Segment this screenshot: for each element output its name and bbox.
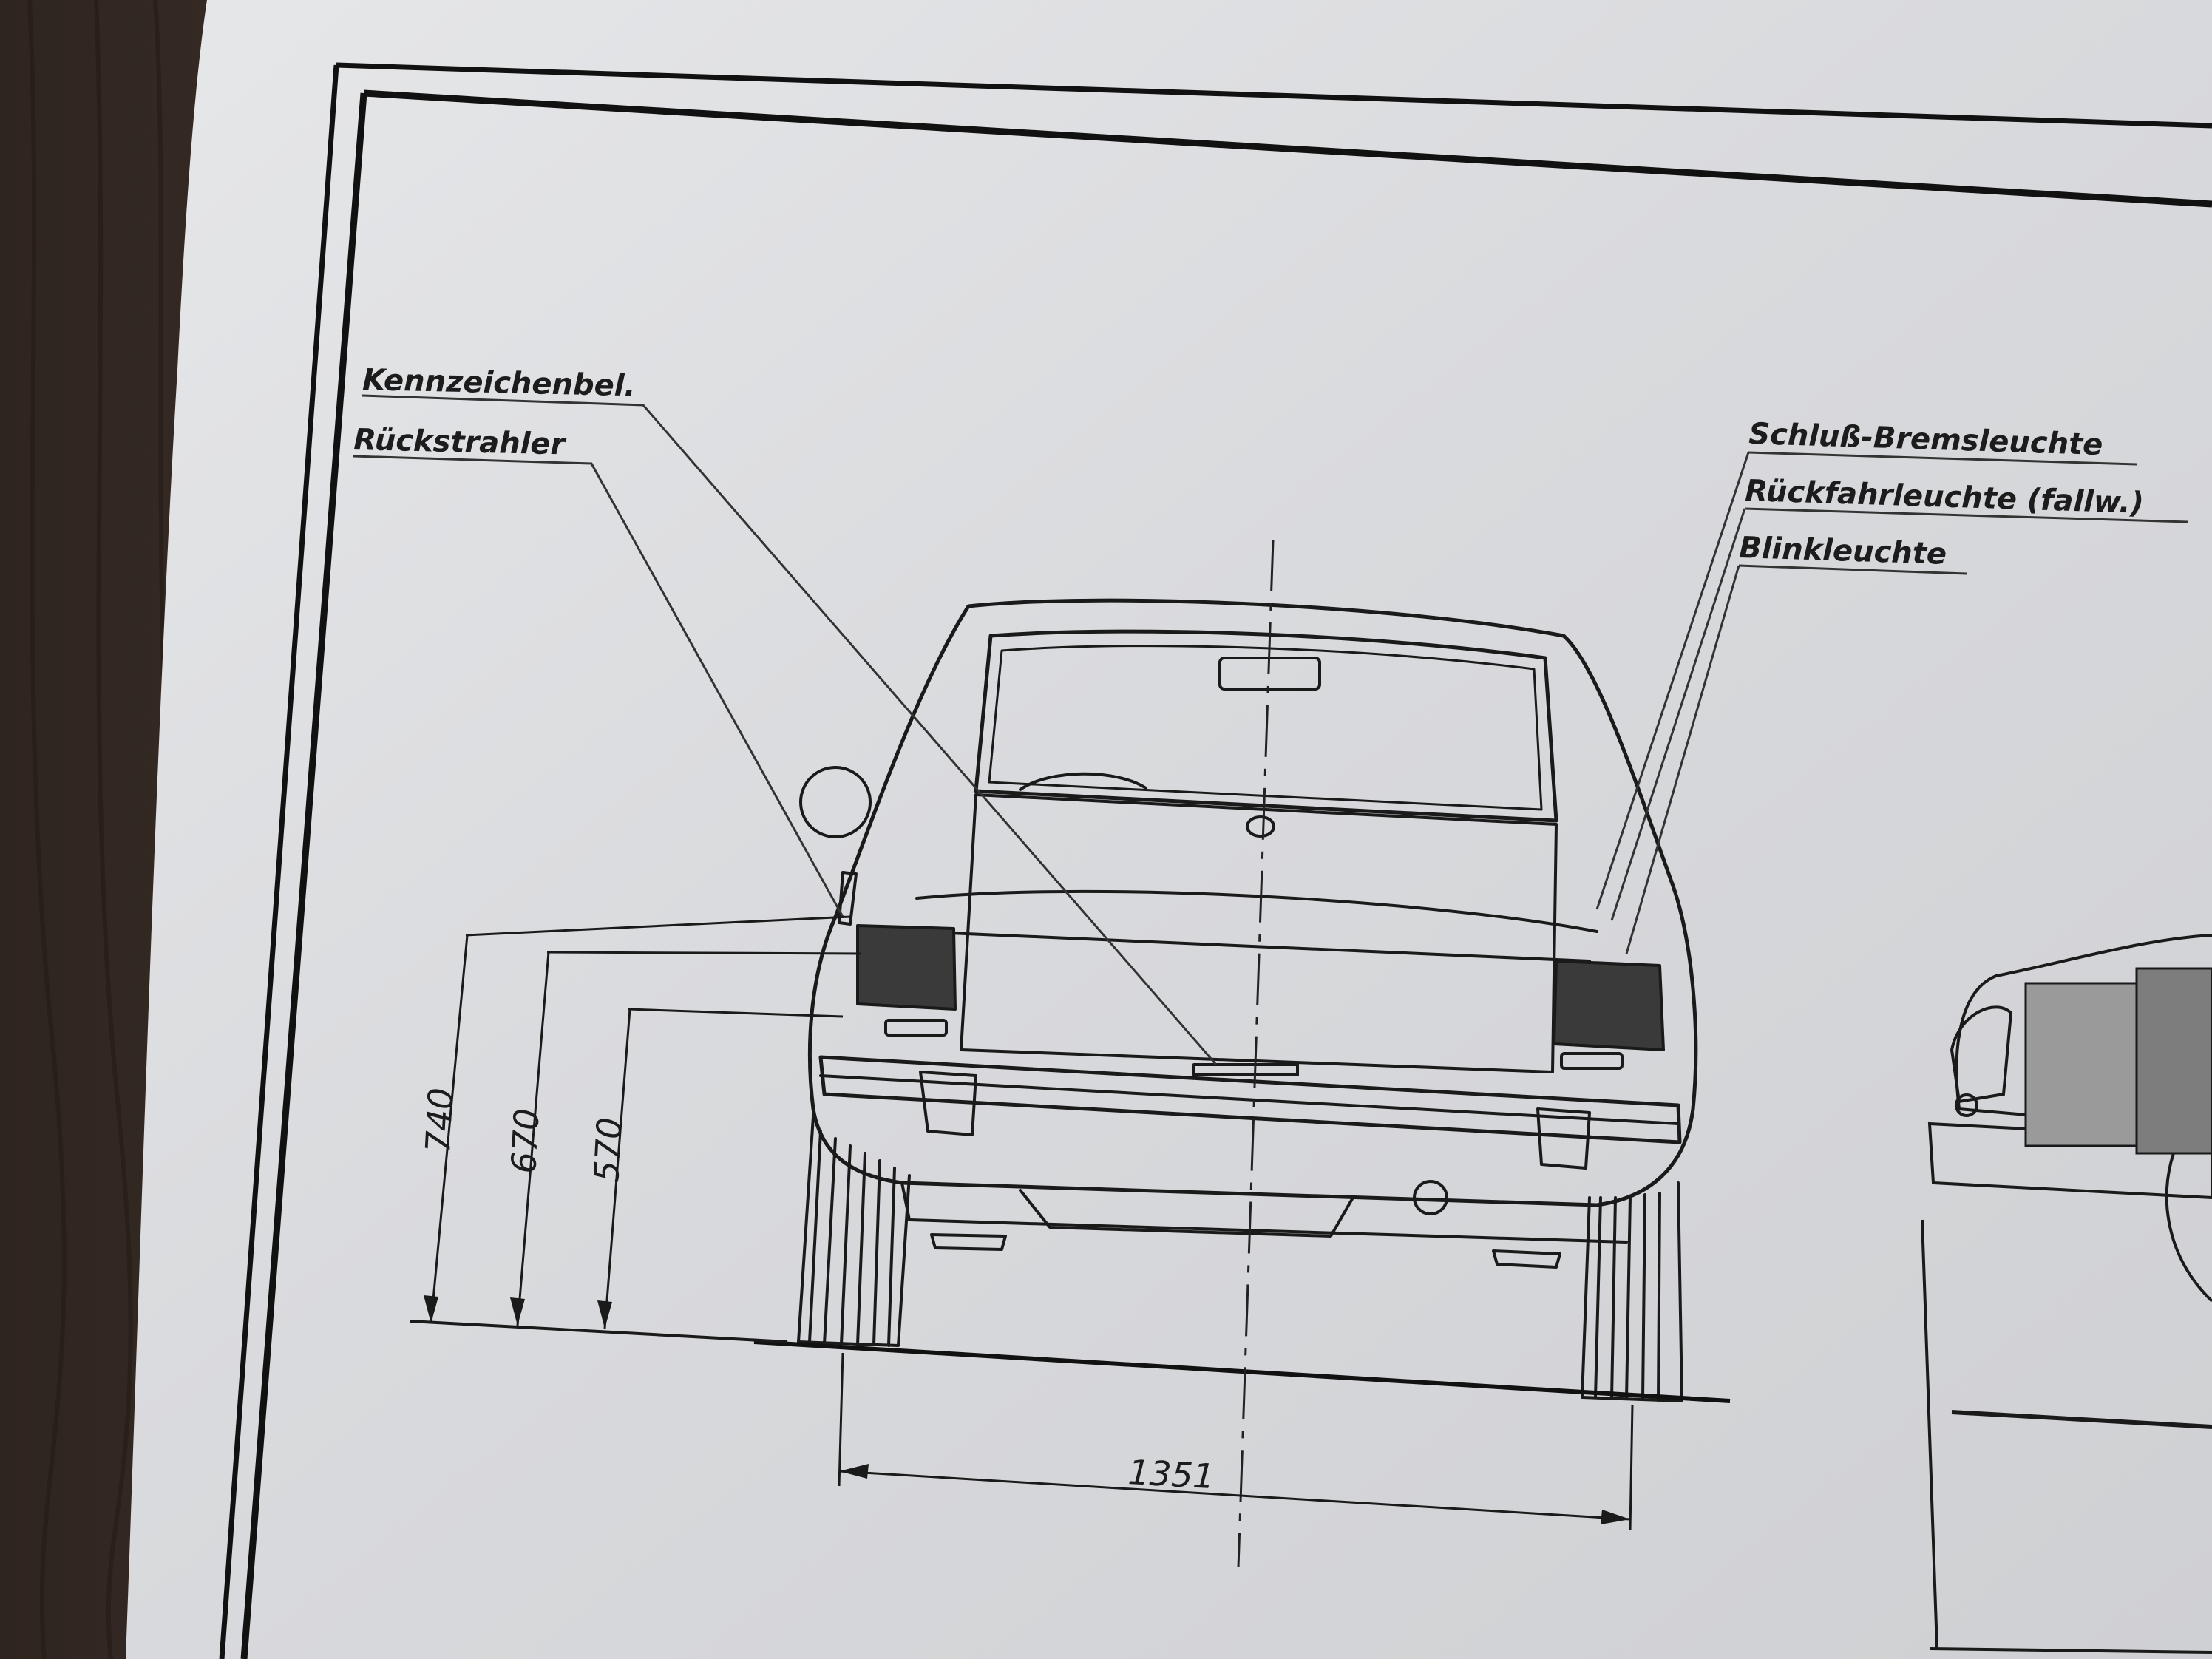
drawing-frame	[219, 62, 2212, 1659]
fuel-cap	[799, 766, 872, 838]
callout-leaders	[353, 394, 2189, 1065]
label-license-plate-light: Kennzeichenbel.	[362, 363, 636, 403]
dim-1351: 1351	[1127, 1452, 1215, 1496]
left-tail-light	[856, 924, 957, 1011]
dim-740: 740	[418, 1087, 461, 1154]
dim-570: 570	[586, 1116, 630, 1184]
dimension-values: 740 670 570 1351	[418, 1087, 1215, 1496]
center-line	[1237, 539, 1275, 1568]
right-tail-light	[1553, 960, 1665, 1051]
right-wheel	[1581, 1181, 1683, 1402]
partial-second-car	[1921, 934, 2212, 1654]
dim-670: 670	[503, 1107, 547, 1175]
ground-line	[753, 1340, 1731, 1403]
label-reflector: Rückstrahler	[353, 423, 567, 462]
height-dimensions	[410, 915, 862, 1343]
dimension-arrows	[424, 1295, 612, 1329]
car-rear-view	[797, 598, 1698, 1402]
track-arrows	[839, 1464, 1630, 1524]
track-dimension	[838, 1352, 1634, 1531]
paper-sheet	[126, 0, 2212, 1659]
left-wheel	[797, 1115, 911, 1347]
label-indicator-light: Blinkleuchte	[1739, 531, 1947, 571]
left-callouts: Kennzeichenbel. Rückstrahler	[353, 363, 636, 462]
rear-bumper	[818, 1055, 1682, 1144]
tailgate-lock	[1246, 815, 1275, 838]
